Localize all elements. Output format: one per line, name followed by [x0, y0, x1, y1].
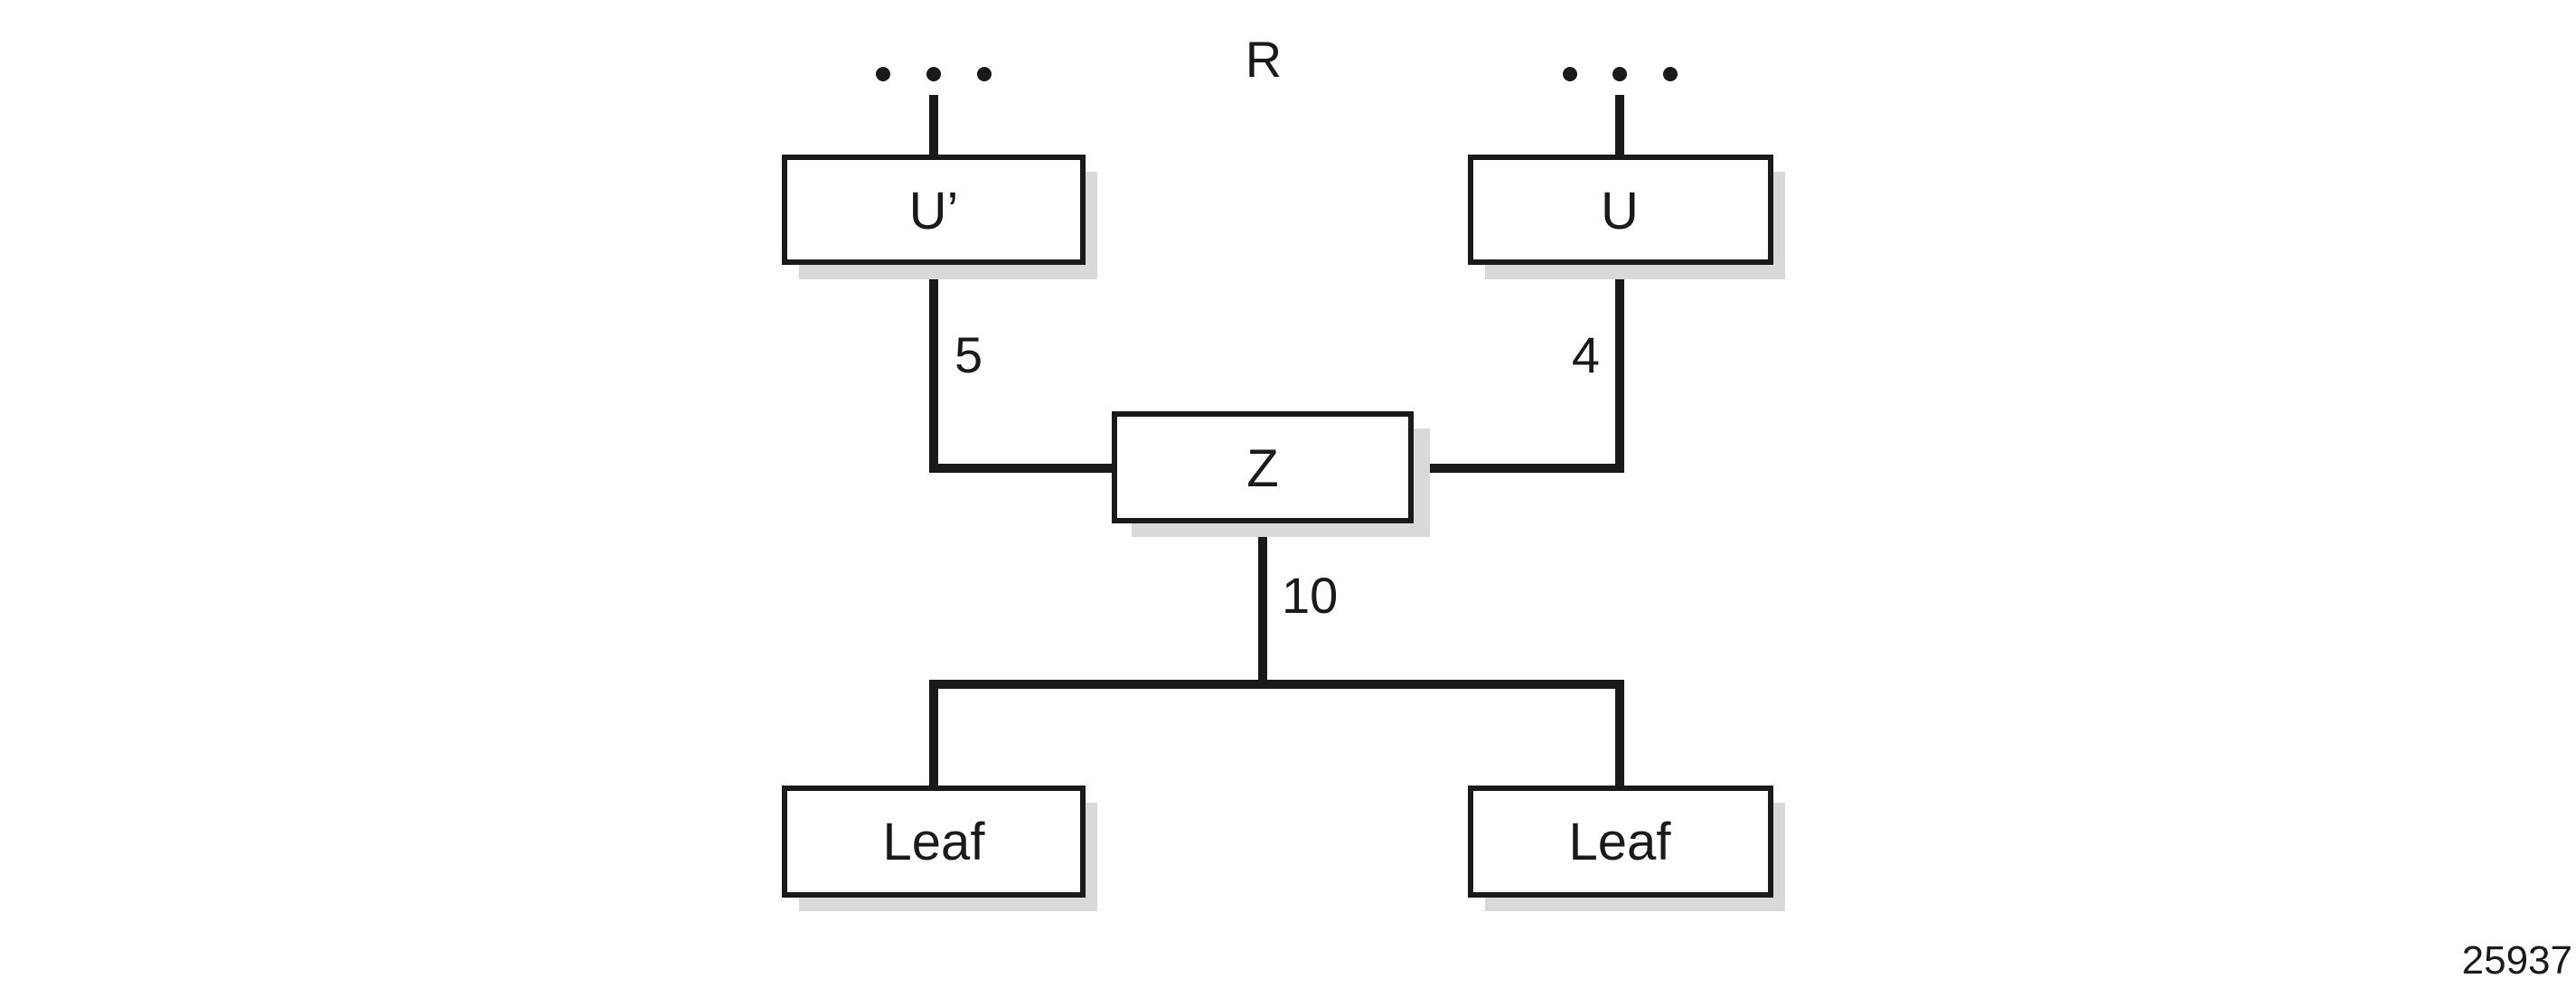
u-to-z-line	[1411, 262, 1624, 473]
node-leaf-left: Leaf	[782, 786, 1097, 911]
node-u: U	[1468, 155, 1785, 279]
ellipsis-left	[876, 67, 992, 81]
node-leaf-right: Leaf	[1468, 786, 1785, 911]
ellipsis-right	[1563, 67, 1678, 81]
node-z: Z	[1112, 411, 1430, 537]
node-leaf-right-label: Leaf	[1569, 813, 1672, 871]
node-leaf-left-label: Leaf	[883, 813, 986, 871]
node-u-prime: U’	[782, 155, 1097, 279]
node-z-box	[1112, 411, 1414, 523]
root-label: R	[1246, 31, 1282, 88]
node-leaf-right-box	[1468, 786, 1773, 898]
node-u-prime-label: U’	[909, 182, 959, 240]
edge-cost-u-z: 4	[1572, 326, 1600, 383]
connector-lines	[929, 95, 1624, 788]
node-u-box	[1468, 155, 1773, 265]
node-u-label: U	[1601, 182, 1639, 240]
figure-id: 25937	[2462, 938, 2572, 983]
leaf-bus-line	[929, 680, 1624, 788]
edge-cost-u-prime-z: 5	[954, 326, 982, 383]
node-z-label: Z	[1246, 439, 1278, 498]
edge-cost-z-leaves: 10	[1282, 567, 1338, 624]
u-prime-to-z-line	[929, 262, 1117, 473]
node-u-prime-box	[782, 155, 1086, 265]
node-leaf-left-box	[782, 786, 1086, 898]
